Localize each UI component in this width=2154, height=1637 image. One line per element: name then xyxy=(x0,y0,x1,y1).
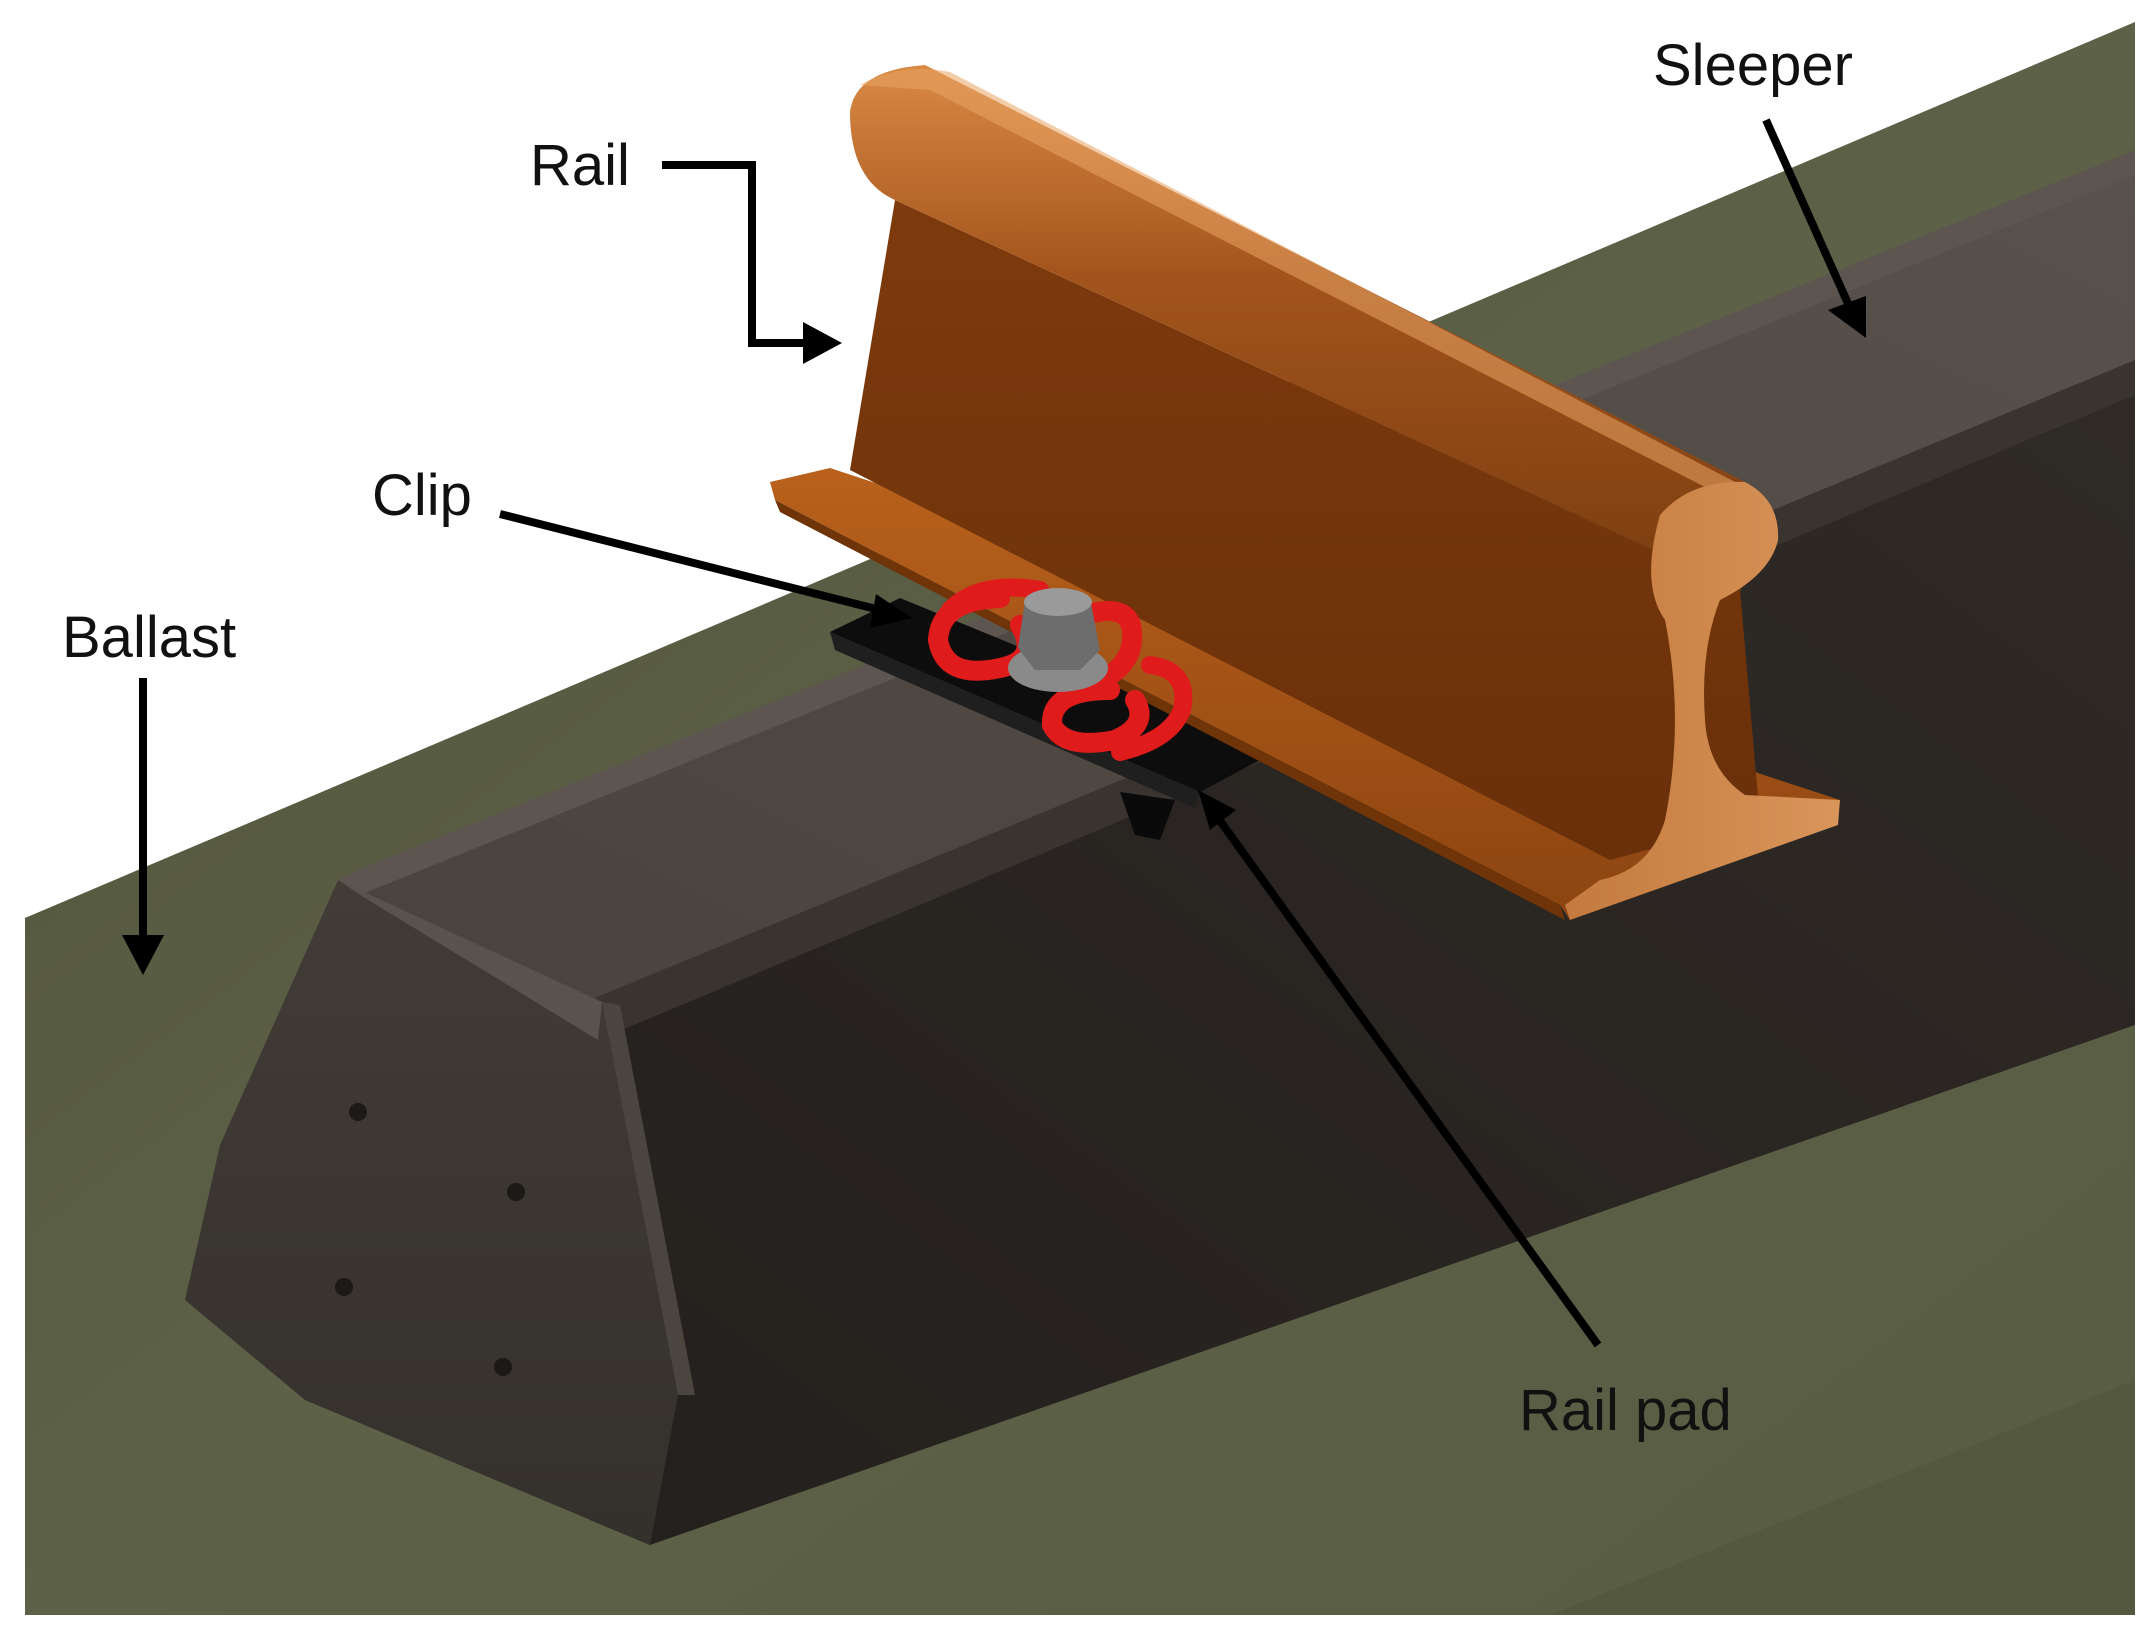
clip-arrow xyxy=(499,510,912,628)
sleeper-label: Sleeper xyxy=(1653,33,1853,98)
ballast-arrow xyxy=(122,678,164,975)
rail-label: Rail xyxy=(530,133,630,198)
bolt xyxy=(1008,588,1108,692)
rail-pad-label: Rail pad xyxy=(1519,1378,1732,1443)
rail-pad-arrow xyxy=(1198,790,1602,1348)
ballast-label: Ballast xyxy=(62,605,236,670)
clip-label: Clip xyxy=(372,463,472,528)
sleeper-arrow xyxy=(1762,118,1866,338)
rail-arrow xyxy=(662,161,842,364)
